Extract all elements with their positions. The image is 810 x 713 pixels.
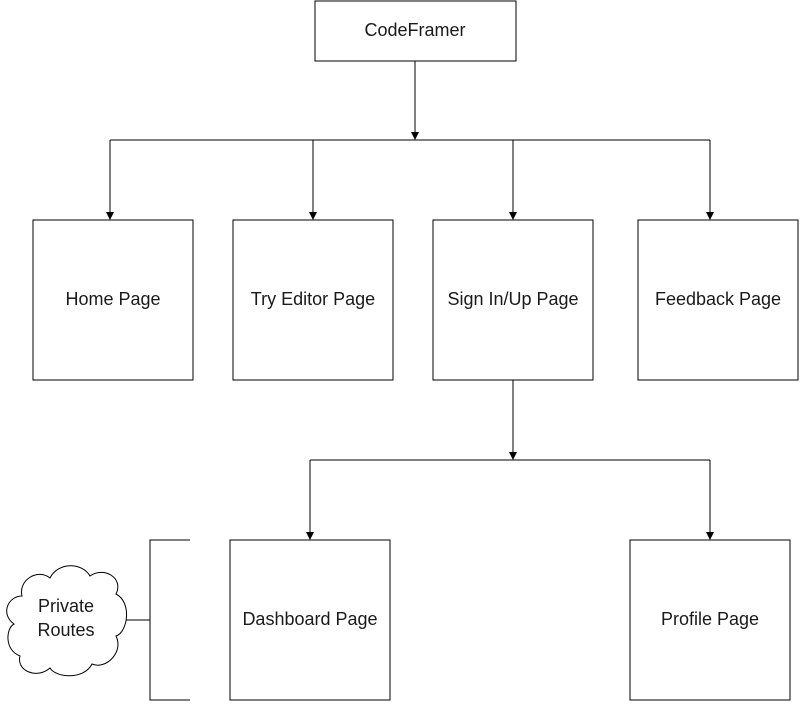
node-profile-page: Profile Page (629, 539, 791, 701)
node-sign-in-up-page: Sign In/Up Page (432, 219, 594, 381)
node-codeframer: CodeFramer (314, 0, 517, 62)
node-profile-page-label: Profile Page (661, 609, 759, 629)
node-home-page-label: Home Page (65, 289, 160, 309)
node-feedback-page-label: Feedback Page (655, 289, 781, 309)
root-connectors (106, 61, 714, 220)
node-try-editor-page: Try Editor Page (232, 219, 394, 381)
node-try-editor-page-label: Try Editor Page (251, 289, 375, 309)
private-routes-label-line2: Routes (37, 620, 94, 640)
node-dashboard-page: Dashboard Page (229, 539, 391, 701)
signin-connectors (306, 380, 714, 540)
node-codeframer-label: CodeFramer (364, 20, 465, 40)
node-home-page: Home Page (32, 219, 194, 381)
private-routes-bracket (123, 539, 190, 701)
private-routes-label-line1: Private (38, 596, 94, 616)
private-routes-cloud: Private Routes (6, 565, 127, 677)
node-feedback-page: Feedback Page (637, 219, 799, 381)
node-sign-in-up-page-label: Sign In/Up Page (447, 289, 578, 309)
node-dashboard-page-label: Dashboard Page (242, 609, 377, 629)
